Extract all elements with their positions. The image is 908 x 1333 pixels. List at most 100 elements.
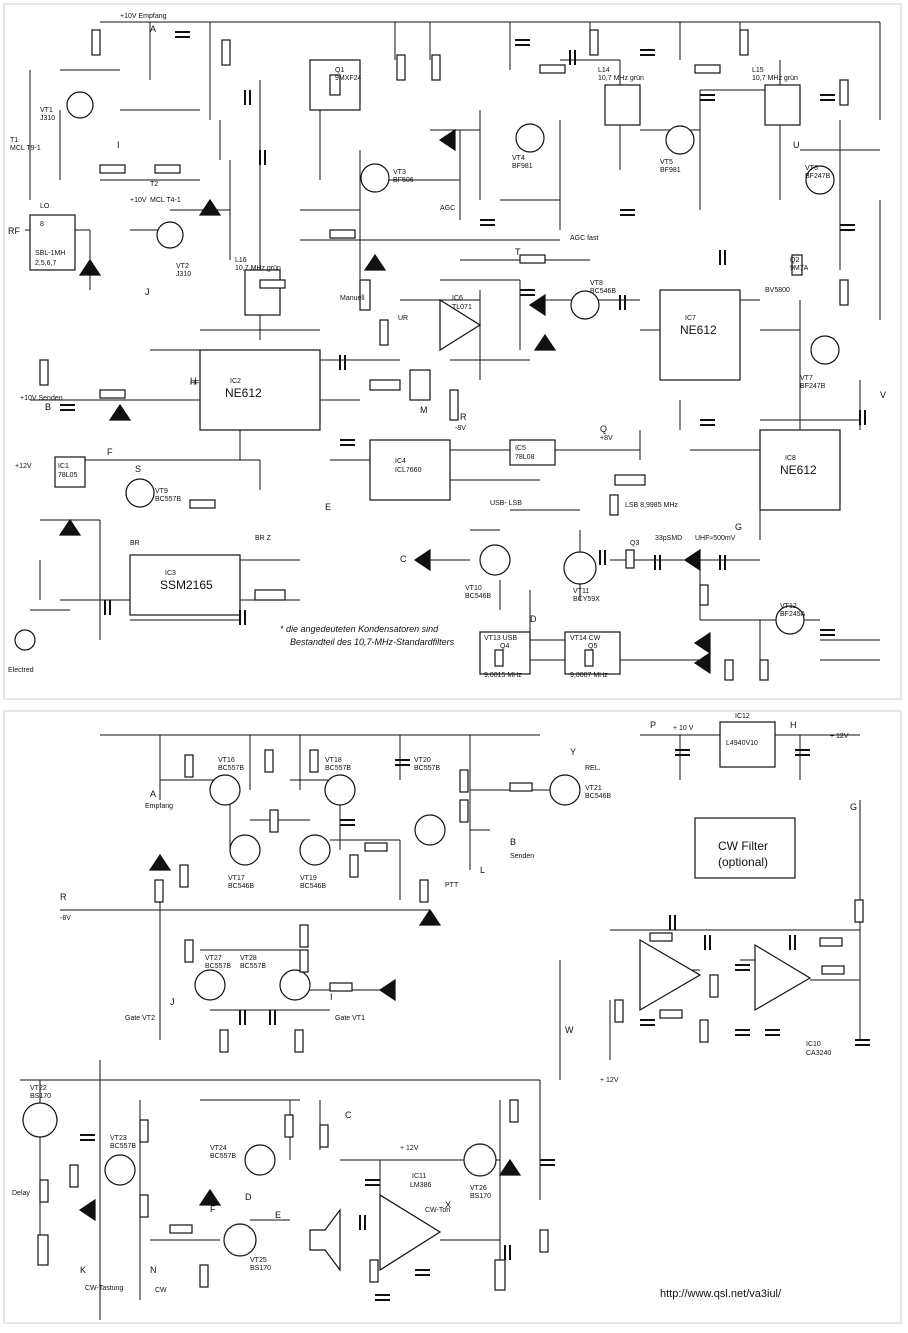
- node-bot-j: J: [170, 997, 175, 1007]
- diode-vd17: [198, 1188, 222, 1206]
- crystal-q4-freq: 9,0015 MHz: [484, 672, 522, 679]
- transistor-vt28: [279, 969, 311, 1001]
- transistor-vt6: [805, 165, 835, 195]
- ic-part-ic1: 78L05: [58, 472, 78, 479]
- transistor-ref-vt20: VT20: [414, 757, 431, 764]
- label-bv5800: BV5800: [765, 287, 790, 294]
- node-bot-i: I: [330, 992, 333, 1002]
- node-bot-e: E: [275, 1210, 281, 1220]
- transistor-vt5: [665, 125, 695, 155]
- transistor-part-vt17: BC546B: [228, 883, 254, 890]
- node-top-m: M: [420, 405, 428, 415]
- mixer-sbl1mh: [29, 214, 76, 271]
- label-layer: IC178L05IC2NE612IC3SSM2165IC4ICL7660IC57…: [8, 13, 886, 1294]
- transistor-vt23: [104, 1154, 136, 1186]
- node-bot-x: X: [445, 1200, 451, 1210]
- node-top-d: D: [530, 614, 537, 624]
- transistor-ref-vt12: VT12: [780, 603, 797, 610]
- label-delay: Delay: [12, 1190, 30, 1197]
- label-cw: CW: [155, 1287, 167, 1294]
- top-components: [14, 29, 866, 681]
- label-gate-vt2: Gate VT2: [125, 1015, 155, 1022]
- label-gate-vt1: Gate VT1: [335, 1015, 365, 1022]
- transformer-t2-part: MCL T4-1: [150, 197, 181, 204]
- transistor-part-vt22: BS170: [30, 1093, 51, 1100]
- mixer-pins: 2,5,6,7: [35, 260, 57, 267]
- node-top-f: F: [107, 447, 113, 457]
- node-bot-l: L: [480, 865, 485, 875]
- label-hf: HF: [190, 380, 199, 387]
- ic-ref-ic1: IC1: [58, 463, 69, 470]
- transistor-part-vt20: BC557B: [414, 765, 440, 772]
- ic-ref-ic7: IC7: [685, 315, 696, 322]
- transistor-ref-vt10: VT10: [465, 585, 482, 592]
- transistor-ref-vt16: VT16: [218, 757, 235, 764]
- transistor-part-vt25: BS170: [250, 1265, 271, 1272]
- crystal-q5-freq: 9,0007 MHz: [570, 672, 608, 679]
- label-smd: 33pSMD: [655, 535, 682, 542]
- transistor-vt20: [414, 814, 446, 846]
- diode-vd13: [148, 853, 172, 871]
- transistor-ref-vt5: VT5: [660, 159, 673, 166]
- ic-ref-ic10: IC10: [806, 1041, 821, 1048]
- node-bot-w: W: [565, 1025, 574, 1035]
- label-tx-supply: +10V Senden: [20, 395, 63, 402]
- source-url[interactable]: http://www.qsl.net/va3iul/: [660, 1288, 782, 1300]
- transistor-vt3: [360, 163, 390, 193]
- ic-ref-ic8: IC8: [785, 455, 796, 462]
- transistor-ref-vt26: VT26: [470, 1185, 487, 1192]
- node-top-a: A: [150, 24, 156, 34]
- node-bot-r: R: [60, 892, 67, 902]
- diode-vd12: [693, 651, 711, 675]
- label-lo: LO: [40, 203, 50, 210]
- diode-vd16: [78, 1198, 96, 1222]
- transistor-part-vt12: BF245A: [780, 611, 806, 618]
- transistor-ref-vt28: VT28: [240, 955, 257, 962]
- label-senden: Senden: [510, 853, 534, 860]
- filter-desc-4: 9M7A: [790, 265, 809, 272]
- transistor-ref-vt11: VT11: [573, 588, 589, 595]
- ic10a-ca3240-body: [639, 938, 702, 1012]
- cw-filter-box: [694, 817, 796, 879]
- diode-vd18: [498, 1158, 522, 1176]
- ic-part-ic3: SSM2165: [160, 578, 213, 592]
- ic12-l4940v10-body: [719, 721, 776, 768]
- node-bot-p: P: [650, 720, 656, 730]
- label-rel: REL.: [585, 765, 601, 772]
- pot-p1: [614, 474, 646, 486]
- transistor-vt12: [775, 605, 805, 635]
- crystal-q3-ref: Q3: [630, 540, 639, 547]
- diode-vd8: [58, 518, 82, 536]
- transformer-t1-ref: T1: [10, 137, 18, 144]
- node-bot-d: D: [245, 1192, 252, 1202]
- transistor-part-vt18: BC557B: [325, 765, 351, 772]
- crystal-q2: [791, 254, 803, 276]
- transistor-part-vt7: BF247B: [800, 383, 826, 390]
- cw-filter-title: CW Filter: [718, 839, 768, 853]
- filter-ref-3: Q1: [335, 67, 344, 74]
- crystal-q5: [584, 649, 594, 667]
- footnote-line1: * die angedeuteten Kondensatoren sind: [280, 624, 439, 634]
- node-top-e: E: [325, 502, 331, 512]
- transistor-ref-vt3: VT3: [393, 169, 406, 176]
- filter-ref-2: L16: [235, 257, 247, 264]
- diode-vd1: [78, 258, 102, 276]
- transistor-ref-vt19: VT19: [300, 875, 317, 882]
- ic1-78l05-body: [54, 456, 86, 488]
- node-bot-n: N: [150, 1265, 157, 1275]
- label-minus8: -8V: [455, 425, 466, 432]
- transistor-part-vt19: BC546B: [300, 883, 326, 890]
- crystal-vt14-ref: VT14 CW: [570, 635, 601, 642]
- ic-part-ic8: NE612: [780, 463, 817, 477]
- transistor-ref-vt27: VT27: [205, 955, 222, 962]
- cw-filter-subtitle: (optional): [718, 855, 768, 869]
- label-plus12: +12V: [15, 463, 32, 470]
- transistor-ref-vt22: VT22: [30, 1085, 47, 1092]
- label-plus12-b: + 12V: [830, 733, 849, 740]
- electret-mic: [14, 629, 36, 651]
- label-cw-tastung: CW-Tastung: [85, 1285, 123, 1292]
- label-agc: AGC: [440, 205, 455, 212]
- transistor-vt17: [229, 834, 261, 866]
- ic-ref-ic2: IC2: [230, 378, 241, 385]
- ic3-ssm2165-body: [129, 554, 241, 616]
